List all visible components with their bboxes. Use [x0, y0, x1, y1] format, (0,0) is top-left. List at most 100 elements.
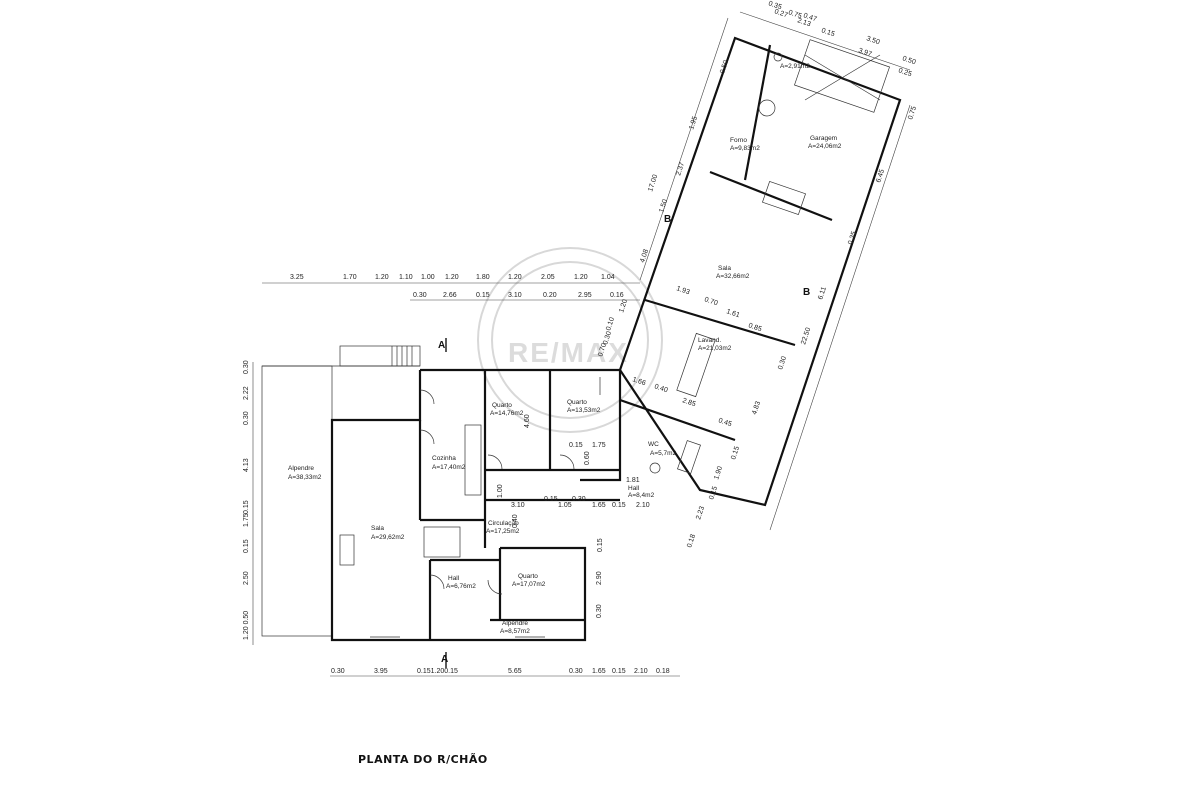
- room-name-hall2: Hall: [628, 485, 640, 492]
- room-name-quarto2: Quarto: [567, 399, 587, 406]
- dimension-label: 1.20: [618, 298, 629, 313]
- room-area-quarto2: A=13,53m2: [567, 407, 601, 414]
- dimension-label: 3.95: [374, 668, 388, 675]
- dimension-label: 2.22: [243, 386, 250, 400]
- dimension-label: 0.70: [597, 342, 608, 357]
- dimension-label: 0.15: [612, 668, 626, 675]
- dimension-label: 1.61: [725, 308, 740, 319]
- room-name-lavandaria: Lavand.: [698, 337, 721, 344]
- room-name-quarto3: Quarto: [518, 573, 538, 580]
- room-area-cozinha: A=17,40m2: [432, 464, 466, 471]
- dimensions-left: 0.302.220.304.130.151.750.152.501.20 0.5…: [243, 360, 250, 640]
- dimension-label: 2.95: [578, 292, 592, 299]
- dimension-label: 4.13: [243, 458, 250, 472]
- room-area-alpendre-small: A=8,57m2: [500, 628, 530, 635]
- room-name-garagem: Garagem: [810, 135, 837, 142]
- room-area-sala2: A=32,66m2: [716, 273, 750, 280]
- dimension-label: 0.30: [243, 360, 250, 374]
- room-name-hall: Hall: [448, 575, 460, 582]
- dimension-label: 0.16: [610, 292, 624, 299]
- dimension-label: 1.90: [713, 465, 724, 480]
- dimension-label: 0.50: [901, 55, 916, 66]
- room-area-wc: A=5,7m2: [650, 450, 677, 457]
- dimension-label: 1.10: [399, 274, 413, 281]
- dimension-label: 0.15: [730, 445, 741, 460]
- dimension-label: 0.30: [331, 668, 345, 675]
- dimension-label: 0.70: [703, 296, 718, 307]
- dimension-label: 3.50: [865, 35, 880, 46]
- room-area-sala: A=29,62m2: [371, 534, 405, 541]
- room-area-garagem: A=24,06m2: [808, 143, 842, 150]
- dimension-label: 1.00: [421, 274, 435, 281]
- dimension-label: 0.25: [897, 67, 912, 78]
- dimension-label: 3.10: [508, 292, 522, 299]
- dimension-label: 0.15: [243, 539, 250, 553]
- dimension-label: 0.15: [820, 27, 835, 38]
- dimension-lines: [252, 11, 911, 677]
- dimension-label: 0.50: [719, 59, 730, 74]
- dimension-label: 0.10: [605, 316, 616, 331]
- dimension-label: 0.15: [544, 496, 558, 503]
- dimension-label: 1.05: [558, 502, 572, 509]
- room-area-circulacao: A=17,25m2: [486, 528, 520, 535]
- dimension-label: 0.30: [413, 292, 427, 299]
- room-name-circulacao: Circulação: [488, 520, 519, 527]
- dimension-label: 3.10: [511, 502, 525, 509]
- section-marker-b-right: B: [803, 287, 810, 298]
- dimension-label: 2.50: [243, 571, 250, 585]
- dimension-label: 2.10: [636, 502, 650, 509]
- dimension-label: 1.20: [375, 274, 389, 281]
- dimension-label: 17.00: [647, 174, 659, 193]
- room-name-quarto1: Quarto: [492, 402, 512, 409]
- dimension-label: 0.30: [602, 330, 613, 345]
- dimension-label: 1.00: [497, 484, 504, 498]
- dimension-label: 1.65: [592, 668, 606, 675]
- room-name-sala2: Sala: [718, 265, 731, 272]
- section-marker-b-left: B: [664, 214, 671, 225]
- dimension-label: 0.20: [543, 292, 557, 299]
- room-area-wc2: A=2,91m2: [780, 63, 810, 70]
- dimension-label: 1.75: [592, 442, 606, 449]
- dimension-label: 2.10: [634, 668, 648, 675]
- dimensions-wing-right: 0.756.450.356.1122.500.304.831.900.150.1…: [686, 105, 918, 548]
- dimensions-wing-mid: 1.930.701.610.851.660.402.850.45: [631, 285, 762, 428]
- dimension-label: 2.90: [596, 571, 603, 585]
- room-area-quarto3: A=17,07m2: [512, 581, 546, 588]
- dimension-label: 0.35: [847, 230, 858, 245]
- remax-watermark: RE/MAX: [477, 247, 663, 433]
- dimension-label: 5.65: [508, 668, 522, 675]
- dimension-label: 0.30: [572, 496, 586, 503]
- dimension-label: 2.66: [443, 292, 457, 299]
- dimension-label: 0.40: [653, 383, 668, 394]
- room-name-forno: Forno: [730, 137, 747, 144]
- dimension-label: 0.15: [612, 502, 626, 509]
- dimension-label: 2.85: [681, 397, 696, 408]
- room-name-alpendre-small: Alpendre: [502, 620, 528, 627]
- dimension-label: 1.20 0.50: [243, 611, 250, 640]
- dimension-label: 1.80: [476, 274, 490, 281]
- dimension-label: 0.15: [708, 485, 719, 500]
- dimension-label: 2.37: [675, 161, 686, 176]
- room-area-alpendre: A=38,33m2: [288, 474, 322, 481]
- dimension-label: 1.04: [601, 274, 615, 281]
- dimension-label: 1.95: [688, 115, 699, 130]
- dimension-label: 1.75: [243, 513, 250, 527]
- dimension-label: 0.151.200.15: [417, 668, 458, 675]
- dimension-label: 6.11: [817, 286, 828, 301]
- main-building-walls: [261, 345, 622, 642]
- dimension-label: 0.18: [656, 668, 670, 675]
- wing-building-walls: [618, 36, 902, 507]
- dimension-label: 0.60: [584, 451, 591, 465]
- dimension-label: 1.65: [592, 502, 606, 509]
- dimension-label: 0.15: [243, 500, 250, 514]
- section-marker-a-bottom: A: [441, 654, 448, 665]
- dimension-label: 0.15: [569, 442, 583, 449]
- plan-caption: PLANTA DO R/CHÃO: [358, 753, 488, 766]
- dimension-label: 0.47: [802, 12, 817, 23]
- dimension-label: 22.50: [800, 327, 812, 346]
- dimension-label: 2.13: [796, 17, 811, 28]
- dimension-label: 0.75: [907, 105, 918, 120]
